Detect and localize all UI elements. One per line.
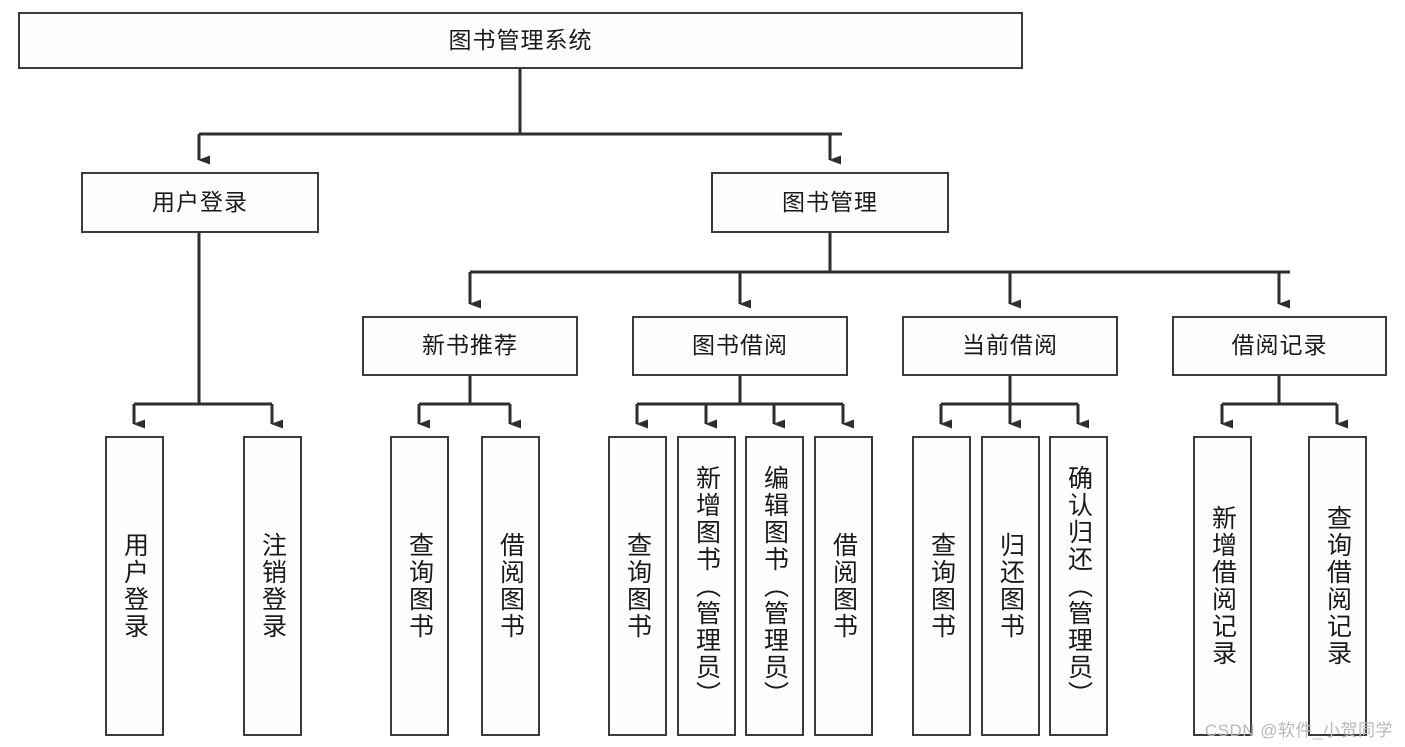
- node-book-borrow-label: 图书借阅: [692, 332, 788, 359]
- node-leaf-query-book-3-label: 查询图书: [927, 532, 956, 640]
- node-leaf-borrow-book-2[interactable]: 借阅图书: [814, 436, 873, 736]
- node-leaf-add-record[interactable]: 新增借阅记录: [1193, 436, 1252, 736]
- node-leaf-borrow-book-2-label: 借阅图书: [829, 532, 858, 640]
- node-current-borrow[interactable]: 当前借阅: [902, 316, 1118, 376]
- node-leaf-logout[interactable]: 注销登录: [243, 436, 302, 736]
- node-leaf-borrow-book-1[interactable]: 借阅图书: [481, 436, 540, 736]
- node-user-login-label: 用户登录: [152, 188, 248, 215]
- node-book-borrow[interactable]: 图书借阅: [632, 316, 848, 376]
- node-leaf-add-book[interactable]: 新增图书（管理员）: [677, 436, 736, 736]
- node-leaf-edit-book-label: 编辑图书（管理员）: [760, 464, 789, 708]
- node-leaf-confirm-return-label: 确认归还（管理员）: [1064, 464, 1093, 708]
- node-leaf-edit-book[interactable]: 编辑图书（管理员）: [745, 436, 804, 736]
- node-book-manage-label: 图书管理: [782, 188, 878, 215]
- node-root-label: 图书管理系统: [448, 26, 593, 53]
- node-leaf-add-book-label: 新增图书（管理员）: [692, 464, 721, 708]
- node-leaf-user-login[interactable]: 用户登录: [105, 436, 164, 736]
- node-root[interactable]: 图书管理系统: [18, 12, 1023, 69]
- node-leaf-user-login-label: 用户登录: [120, 532, 149, 640]
- node-borrow-record-label: 借阅记录: [1231, 332, 1328, 359]
- node-leaf-return-book[interactable]: 归还图书: [981, 436, 1040, 736]
- node-leaf-query-book-2-label: 查询图书: [623, 532, 652, 640]
- node-leaf-query-book-3[interactable]: 查询图书: [912, 436, 971, 736]
- node-book-manage[interactable]: 图书管理: [711, 172, 949, 233]
- node-current-borrow-label: 当前借阅: [962, 332, 1058, 359]
- node-leaf-query-book-1[interactable]: 查询图书: [390, 436, 449, 736]
- node-leaf-add-record-label: 新增借阅记录: [1208, 505, 1237, 667]
- node-leaf-borrow-book-1-label: 借阅图书: [496, 532, 525, 640]
- node-leaf-query-book-1-label: 查询图书: [405, 532, 434, 640]
- node-leaf-confirm-return[interactable]: 确认归还（管理员）: [1049, 436, 1108, 736]
- node-leaf-query-book-2[interactable]: 查询图书: [608, 436, 667, 736]
- node-leaf-query-record[interactable]: 查询借阅记录: [1308, 436, 1367, 736]
- node-leaf-return-book-label: 归还图书: [996, 532, 1025, 640]
- node-new-book-rec-label: 新书推荐: [422, 332, 518, 359]
- node-borrow-record[interactable]: 借阅记录: [1172, 316, 1387, 376]
- node-leaf-logout-label: 注销登录: [258, 532, 287, 640]
- node-user-login[interactable]: 用户登录: [81, 172, 319, 233]
- node-new-book-rec[interactable]: 新书推荐: [362, 316, 578, 376]
- node-leaf-query-record-label: 查询借阅记录: [1323, 505, 1352, 667]
